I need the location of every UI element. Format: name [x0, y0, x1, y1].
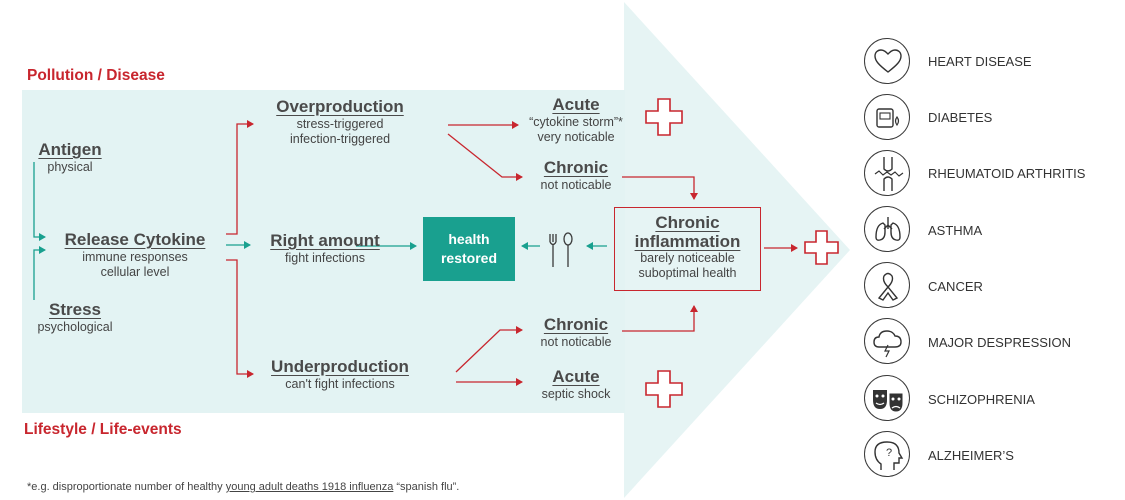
- big-arrow-shape: [624, 2, 850, 498]
- chronic-top-sub: not noticable: [540, 178, 612, 192]
- health-line1: health: [448, 231, 490, 247]
- release-to-under-arrow: [226, 259, 254, 378]
- acute-bottom-node: Acute septic shock: [526, 367, 626, 402]
- lifestyle-label: Lifestyle / Life-events: [24, 421, 182, 438]
- condition-cancer: CANCER: [928, 279, 983, 294]
- stress-connector: [33, 246, 46, 300]
- glucose-meter-icon: [864, 94, 910, 140]
- under-to-chronic-arrow: [455, 326, 523, 373]
- antigen-connector: [33, 162, 46, 241]
- over-to-chronic-arrow: [447, 133, 523, 181]
- release-to-over-arrow: [226, 120, 254, 235]
- stress-sub: psychological: [37, 320, 113, 334]
- storm-cloud-icon: [864, 318, 910, 364]
- chronic-inflammation-text: Chronic inflammation barely noticeable s…: [614, 213, 761, 281]
- antigen-node: Antigen physical: [20, 140, 120, 175]
- under-sub: can't fight infections: [285, 377, 395, 391]
- right-sub: fight infections: [285, 251, 365, 265]
- condition-rheumatoid-arthritis: RHEUMATOID ARTHRITIS: [928, 166, 1086, 181]
- under-title: Underproduction: [271, 357, 409, 376]
- inflammation-sub1: barely noticeable: [640, 251, 735, 265]
- over-sub1: stress-triggered: [296, 117, 384, 131]
- over-title: Overproduction: [276, 97, 404, 116]
- acute-top-title: Acute: [552, 95, 600, 114]
- pollution-disease-label: Pollution / Disease: [27, 67, 165, 84]
- condition-schizophrenia: SCHIZOPHRENIA: [928, 392, 1035, 407]
- antigen-title: Antigen: [38, 140, 102, 159]
- acute-bottom-title: Acute: [552, 367, 600, 386]
- chronic-bottom-node: Chronic not noticable: [526, 315, 626, 350]
- chronic-bottom-sub: not noticable: [540, 335, 612, 349]
- condition-alzheimers: ALZHEIMER’S: [928, 448, 1014, 463]
- ribbon-icon: [864, 262, 910, 308]
- right-title: Right amount: [270, 231, 380, 250]
- release-cytokine-node: Release Cytokine immune responses cellul…: [40, 230, 230, 280]
- right-amount-node: Right amount fight infections: [250, 231, 400, 266]
- lungs-icon: [864, 206, 910, 252]
- light-band: [22, 90, 625, 413]
- release-title: Release Cytokine: [64, 230, 206, 249]
- footnote-post: “spanish flu”.: [393, 481, 460, 493]
- chronic-bottom-title: Chronic: [543, 315, 609, 334]
- health-line2: restored: [440, 250, 498, 266]
- underproduction-node: Underproduction can't fight infections: [250, 357, 430, 392]
- condition-major-depression: MAJOR DESPRESSION: [928, 335, 1072, 350]
- heart-icon: [864, 38, 910, 84]
- inflammation-title2: inflammation: [634, 232, 741, 251]
- acute-top-sub2: very noticable: [537, 130, 615, 144]
- release-sub1: immune responses: [82, 250, 188, 264]
- footnote: *e.g. disproportionate number of healthy…: [27, 481, 459, 493]
- head-question-icon: ?: [864, 431, 910, 477]
- inflammation-sub2: suboptimal health: [638, 266, 737, 280]
- chronic-top-to-inflammation-arrow: [622, 176, 698, 200]
- stress-title: Stress: [49, 300, 101, 319]
- footnote-link: young adult deaths 1918 influenza: [225, 481, 394, 493]
- cross-icon-top: [645, 98, 683, 136]
- joint-icon: [864, 150, 910, 196]
- acute-top-sub1: “cytokine storm”*: [529, 115, 623, 129]
- inflammation-title1: Chronic: [655, 213, 720, 232]
- chronic-top-node: Chronic not noticable: [526, 158, 626, 193]
- overproduction-node: Overproduction stress-triggered infectio…: [250, 97, 430, 147]
- antigen-sub: physical: [47, 160, 93, 174]
- condition-diabetes: DIABETES: [928, 110, 993, 125]
- cross-icon-bottom: [645, 370, 683, 408]
- over-sub2: infection-triggered: [289, 132, 391, 146]
- acute-top-node: Acute “cytokine storm”* very noticable: [516, 95, 636, 145]
- cross-icon-right: [804, 230, 839, 265]
- svg-text:?: ?: [886, 447, 892, 459]
- condition-heart-disease: HEART DISEASE: [928, 54, 1032, 69]
- health-restored-box: health restored: [423, 217, 515, 281]
- chronic-bottom-to-inflammation-arrow: [622, 305, 698, 332]
- release-sub2: cellular level: [100, 265, 170, 279]
- condition-asthma: ASTHMA: [928, 223, 983, 238]
- chronic-top-title: Chronic: [543, 158, 609, 177]
- acute-bottom-sub: septic shock: [541, 387, 611, 401]
- theater-masks-icon: [864, 375, 910, 421]
- stress-node: Stress psychological: [20, 300, 130, 335]
- footnote-pre: *e.g. disproportionate number of healthy: [27, 481, 226, 493]
- utensils-icon: [549, 232, 573, 267]
- chronic-inflammation-box: [614, 207, 761, 291]
